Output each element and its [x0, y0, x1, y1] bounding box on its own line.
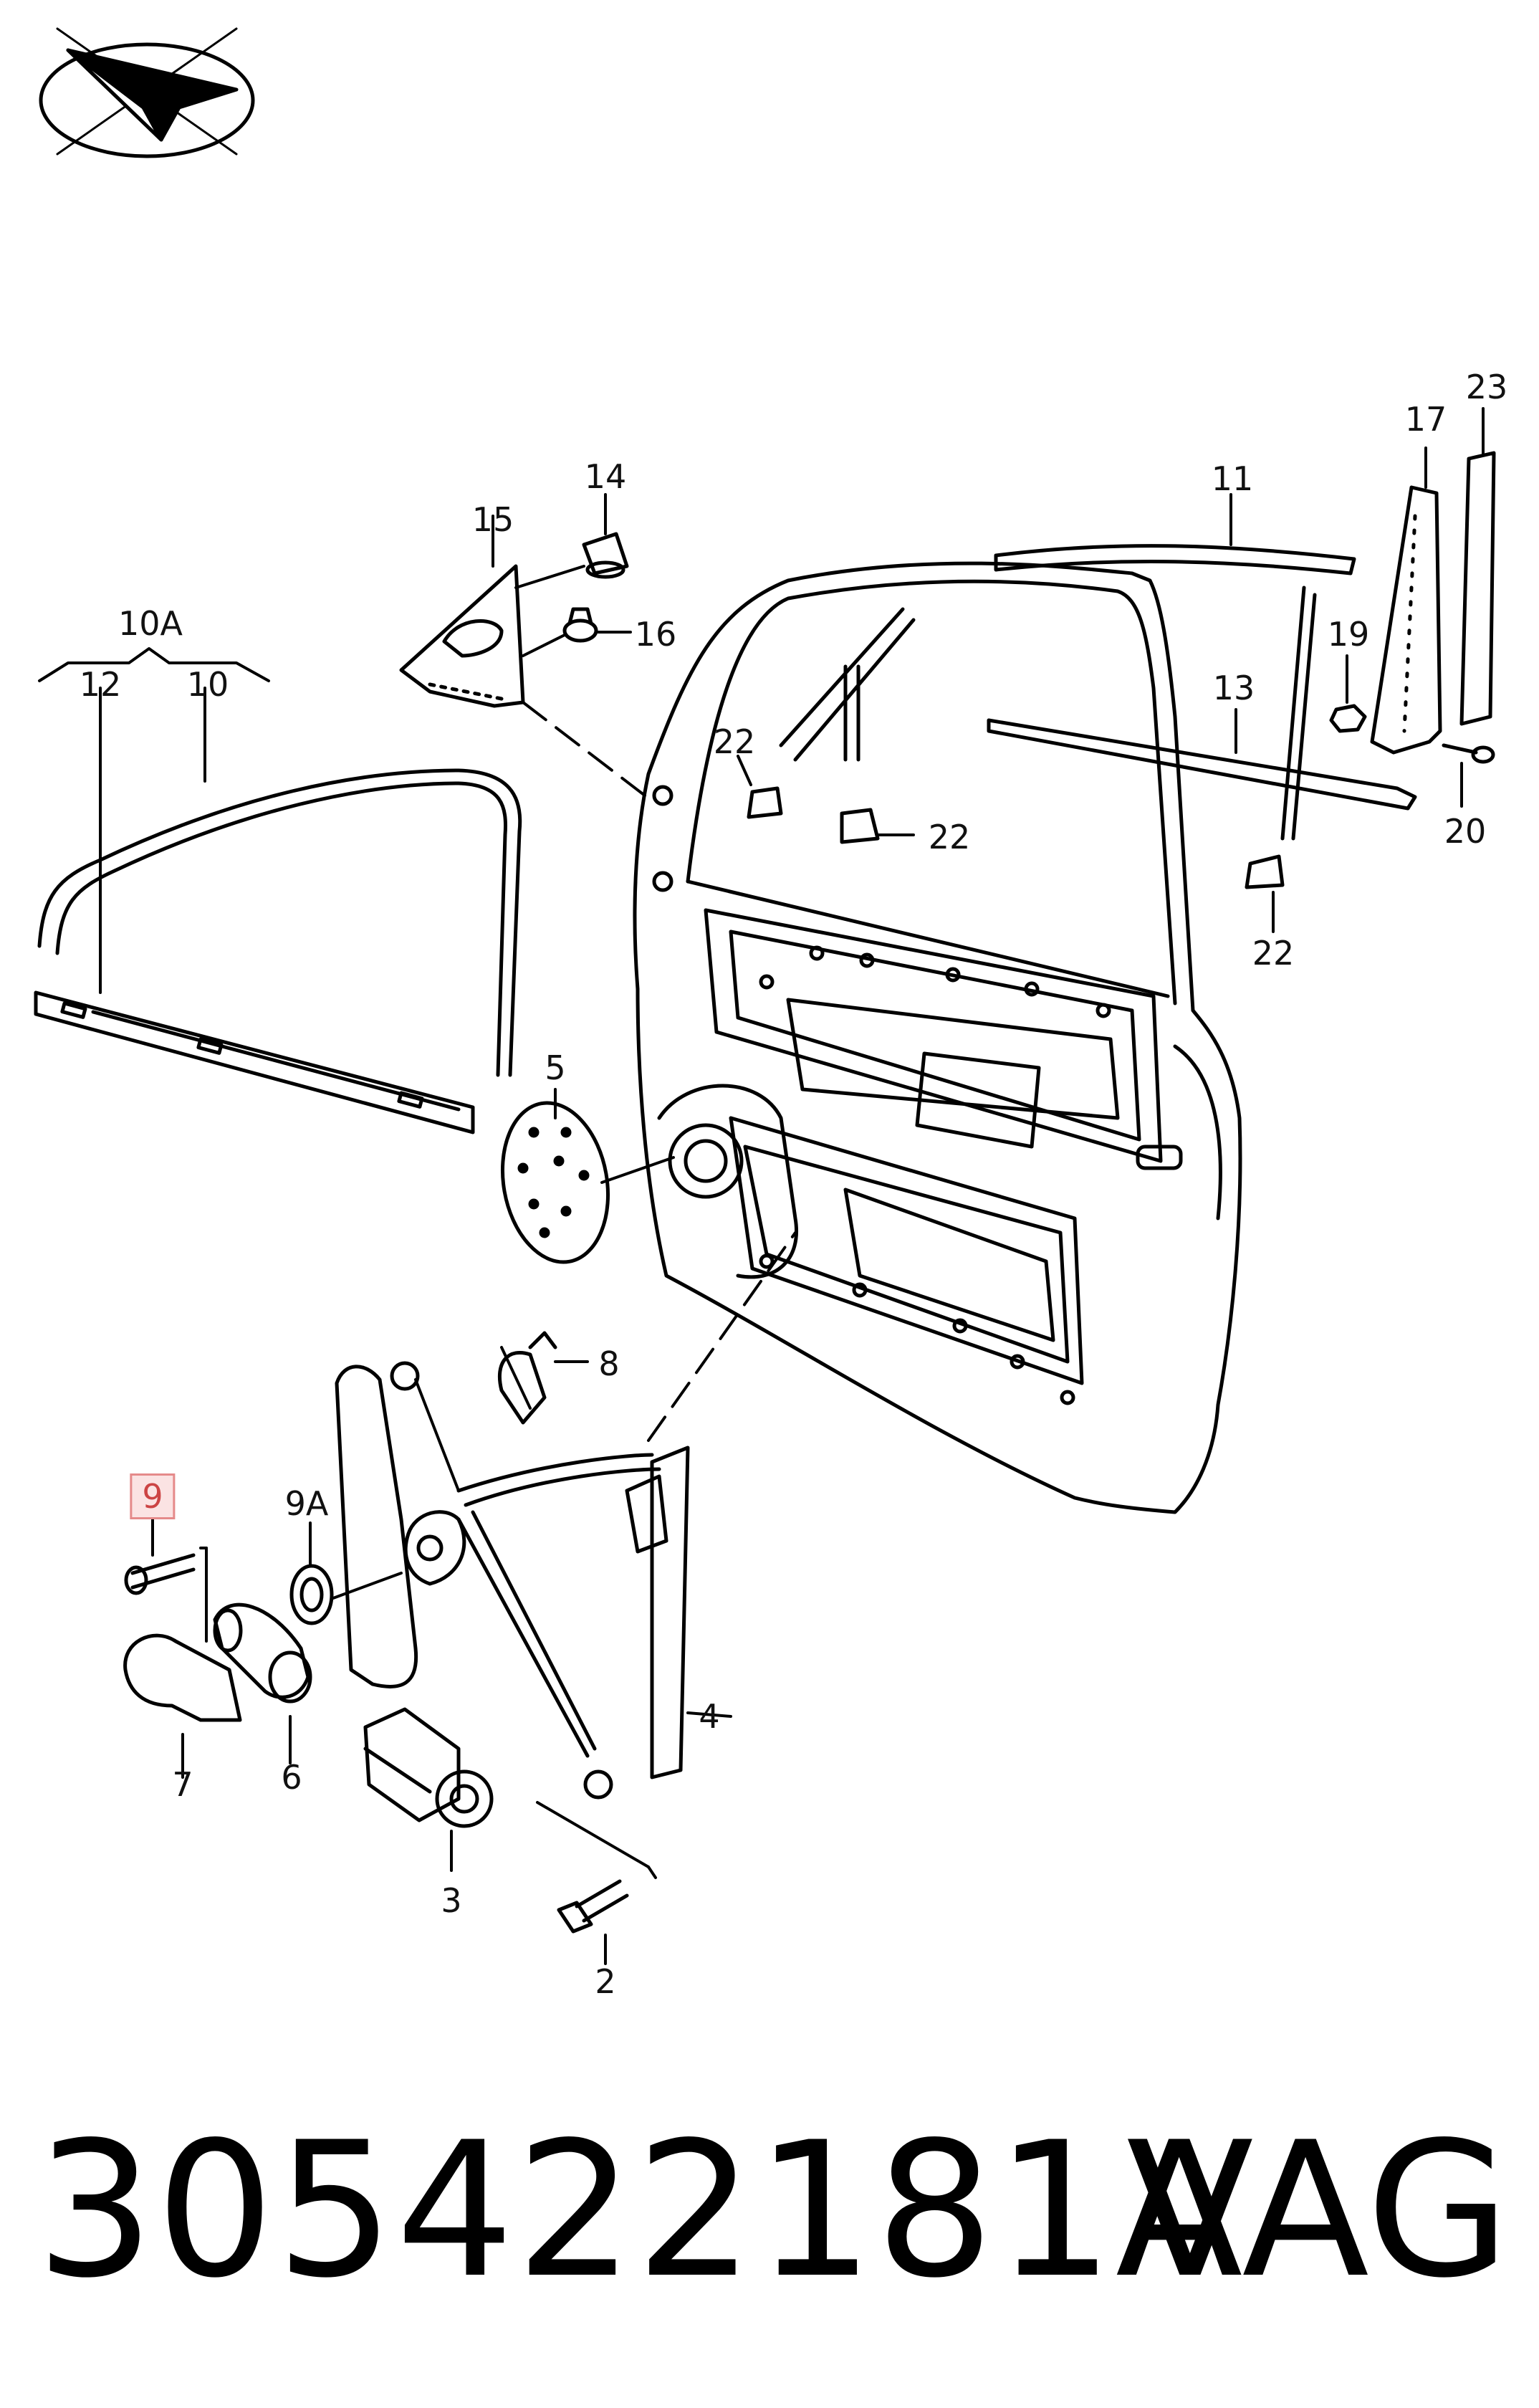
nut-19	[1329, 654, 1367, 733]
callout-15: 15	[471, 500, 514, 539]
window-seal-10	[37, 768, 522, 1077]
door-shell	[633, 561, 1317, 1514]
callout-6: 6	[281, 1758, 302, 1797]
pillar-strip-23	[1459, 407, 1496, 726]
bolt-9	[124, 1518, 196, 1595]
paper-plane-logo-icon	[39, 27, 255, 158]
callout-4: 4	[699, 1697, 720, 1736]
clip-8	[497, 1331, 589, 1425]
callout-10A: 10A	[118, 604, 183, 643]
ring-9A	[289, 1521, 403, 1625]
clip-16	[522, 607, 632, 657]
callout-17: 17	[1404, 400, 1447, 439]
callout-16: 16	[634, 615, 677, 654]
callout-5: 5	[545, 1048, 566, 1087]
waist-strip-12	[34, 990, 475, 1134]
callout-11: 11	[1211, 459, 1254, 498]
callout-7: 7	[172, 1765, 193, 1804]
clip-14	[514, 493, 629, 589]
callout-9-highlighted: 9	[130, 1473, 176, 1519]
callout-9A: 9A	[284, 1484, 329, 1523]
motor-3	[363, 1707, 494, 1872]
callout-12: 12	[79, 665, 122, 704]
callout-22-left: 22	[713, 722, 756, 761]
callout-19: 19	[1327, 615, 1370, 654]
callout-2: 2	[595, 1962, 616, 2001]
frame-strip-11	[994, 493, 1356, 575]
pillar-trim-17	[1370, 446, 1442, 755]
cover-7	[123, 1547, 242, 1779]
callout-22-middle: 22	[928, 818, 971, 856]
cover-5	[500, 1088, 675, 1264]
callout-23: 23	[1465, 368, 1508, 406]
bracket-10A	[38, 647, 270, 994]
callout-14: 14	[584, 457, 627, 496]
brand-text: VAG	[1126, 2103, 1510, 2319]
drive-part-6	[213, 1602, 312, 1764]
trim-pieces-22	[737, 755, 1285, 933]
part-number-text: 305422181A	[36, 2103, 1245, 2319]
callout-22-right: 22	[1252, 934, 1295, 973]
callout-10: 10	[186, 665, 229, 704]
mirror-triangle-15	[399, 515, 646, 797]
callout-20: 20	[1444, 812, 1487, 851]
callout-8: 8	[598, 1344, 620, 1383]
callout-13: 13	[1212, 669, 1255, 707]
screw-20	[1442, 743, 1495, 808]
window-strip-13	[987, 708, 1417, 811]
screw-2	[536, 1801, 657, 1965]
window-regulator-4	[335, 1231, 797, 1800]
callout-3: 3	[441, 1881, 462, 1920]
